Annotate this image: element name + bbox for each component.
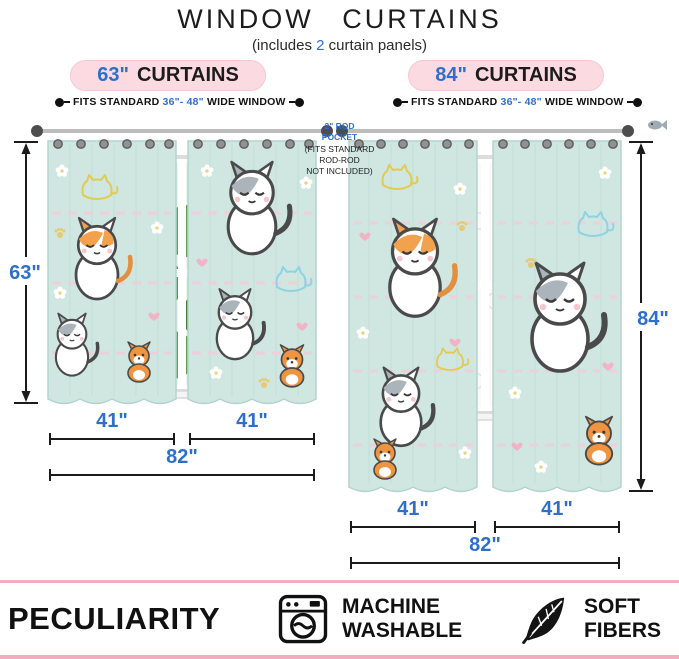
curtain-rod — [336, 125, 634, 138]
rod-note-line: 2" ROD — [324, 121, 355, 132]
height-label: 84" — [637, 308, 669, 330]
size-value: 63" — [97, 64, 129, 87]
panel-width-label: 41" — [541, 498, 573, 520]
panel-width-label: 41" — [397, 498, 429, 520]
size-label: CURTAINS — [474, 64, 577, 87]
shiba-dog-print — [584, 416, 614, 466]
size-badge-84: 84" CURTAINS — [408, 60, 604, 92]
feature-text: SOFT FIBERS — [584, 595, 661, 643]
rod-finial-icon — [336, 125, 348, 138]
fits-window-range-63: FITS STANDARD 36"- 48" WIDE WINDOW — [55, 96, 304, 108]
curtain-panel-left — [47, 139, 177, 405]
feature-soft-fibers: SOFT FIBERS — [518, 592, 661, 646]
rod-finial-icon — [622, 125, 634, 138]
rod-note-line: POCKET — [321, 132, 358, 143]
grommets — [498, 139, 618, 150]
curtain-panel-right — [187, 139, 317, 405]
curtain-84-illustration: 84" 41" 41" 82" — [336, 120, 677, 570]
grommets — [354, 139, 474, 150]
fits-text: FITS STANDARD 36"- 48" WIDE WINDOW — [408, 96, 627, 108]
height-dimension-63: 63" — [3, 141, 47, 405]
fits-window-range-84: FITS STANDARD 36"- 48" WIDE WINDOW — [393, 96, 642, 108]
rod-note-line: (FITS STANDARD — [304, 143, 375, 154]
panel-width-label: 41" — [96, 410, 128, 432]
feature-line: SOFT — [583, 594, 640, 618]
size-value: 84" — [435, 64, 467, 87]
fits-range: 36"- 48" — [162, 96, 204, 109]
fits-range: 36"- 48" — [500, 96, 542, 109]
fits-prefix: FITS STANDARD — [73, 96, 163, 109]
width-dimensions-63: 41" 41" 82" — [49, 410, 315, 482]
panel-width-label: 41" — [236, 410, 268, 432]
grommets — [53, 139, 174, 150]
curtain-63-section: 63" CURTAINS FITS STANDARD 36"- 48" WIDE … — [2, 60, 334, 483]
height-label: 63" — [9, 262, 41, 284]
fits-prefix: FITS STANDARD — [411, 96, 501, 109]
feature-machine-washable: MACHINE WASHABLE — [276, 592, 462, 646]
size-badge-63: 63" CURTAINS — [70, 60, 266, 92]
subtitle-text: (includes — [251, 36, 317, 54]
width-range-line — [64, 101, 70, 104]
shiba-dog-print — [127, 341, 151, 384]
curtain-63-illustration: 63" 41" 41" 82" — [3, 125, 333, 482]
title-block: WINDOW CURTAINS (includes 2 curtain pane… — [0, 0, 679, 55]
washing-machine-icon — [276, 592, 330, 646]
feature-text: MACHINE WASHABLE — [342, 595, 462, 643]
rod-note-line: ROD-ROD — [319, 154, 360, 165]
width-range-line — [402, 101, 408, 104]
shiba-dog-print — [373, 438, 397, 481]
width-range-dot-icon — [632, 97, 642, 107]
page-title: WINDOW CURTAINS — [177, 4, 502, 34]
grommets — [193, 139, 314, 150]
width-range-line — [626, 101, 633, 104]
rod-pocket-note: 2" ROD POCKET (FITS STANDARD ROD-ROD NOT… — [303, 121, 377, 176]
subtitle: (includes 2 curtain panels) — [0, 37, 679, 56]
width-range-dot-icon — [294, 97, 304, 107]
width-range-dot-icon — [393, 97, 402, 107]
size-comparison: 63" CURTAINS FITS STANDARD 36"- 48" WIDE … — [0, 55, 679, 580]
width-range-dot-icon — [55, 97, 64, 107]
feature-line: MACHINE — [342, 594, 440, 618]
height-dimension-84: 84" — [629, 141, 677, 493]
feature-line: WASHABLE — [342, 619, 463, 642]
rod-note-line: NOT INCLUDED) — [306, 165, 373, 176]
panel-count: 2 — [316, 36, 325, 54]
curtain-rod — [31, 125, 333, 138]
shiba-dog-print — [279, 344, 305, 389]
rod-finial-icon — [321, 125, 333, 138]
rod-finial-icon — [31, 125, 43, 138]
curtain-panel-right — [492, 139, 622, 493]
brand-name: PECULIARITY — [8, 601, 221, 636]
fish-ornament-icon — [648, 120, 667, 131]
subtitle-text: curtain panels) — [324, 36, 428, 54]
features-bar: PECULIARITY MACHINE WASHABLE — [0, 580, 679, 659]
fits-text: FITS STANDARD 36"- 48" WIDE WINDOW — [70, 96, 289, 108]
width-range-line — [288, 101, 295, 104]
width-dimensions-84: 41" 41" 82" — [350, 498, 620, 570]
curtain-panel-left — [348, 139, 478, 493]
total-width-label: 82" — [469, 534, 501, 556]
feather-icon — [518, 592, 572, 646]
feature-line: FIBERS — [583, 619, 661, 642]
fits-suffix: WIDE WINDOW — [541, 96, 624, 109]
fits-suffix: WIDE WINDOW — [203, 96, 286, 109]
total-width-label: 82" — [166, 446, 198, 468]
size-label: CURTAINS — [136, 64, 239, 87]
curtain-84-section: 84" CURTAINS FITS STANDARD 36"- 48" WIDE … — [335, 60, 677, 571]
